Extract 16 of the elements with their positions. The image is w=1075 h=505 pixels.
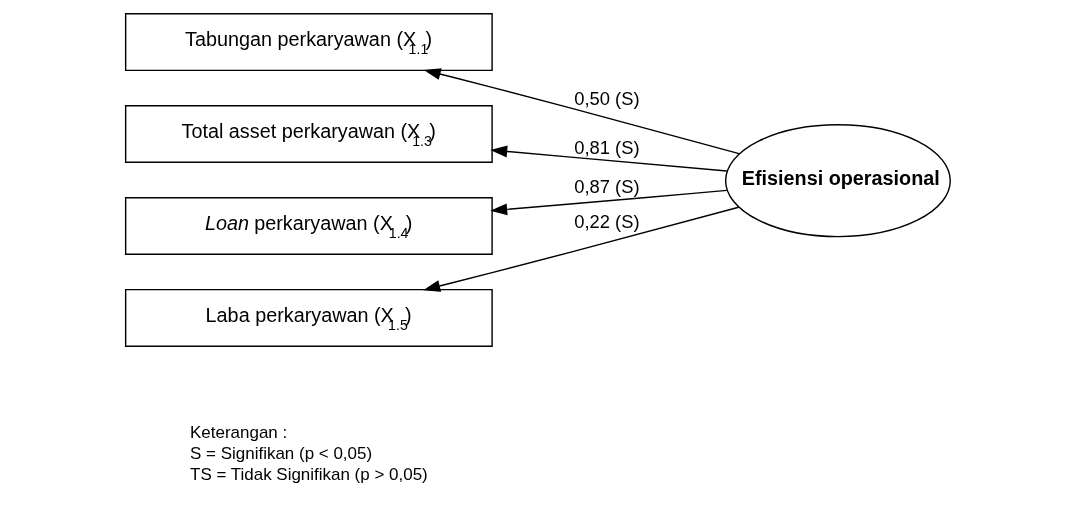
node-box: Total asset perkaryawan (X$_{1.3}$)	[124, 105, 493, 163]
node-ellipse: Efisiensi operasional	[724, 124, 951, 238]
label: Keterangan :	[189, 422, 287, 442]
label: TS = Tidak Signifikan (p > 0,05)	[189, 465, 428, 485]
edge-label: 0,81 (S)	[573, 137, 640, 159]
node-box: Loan perkaryawan (X$_{1.4}$)	[124, 196, 493, 255]
arrow	[489, 145, 728, 172]
arrow	[422, 206, 739, 292]
edge-label: 0,87 (S)	[573, 175, 640, 197]
label: S = Signifikan (p < 0,05)	[189, 443, 372, 463]
edge-label: 0,22 (S)	[573, 210, 640, 232]
node-box: Tabungan perkaryawan (X$_{1.1}$)	[124, 13, 493, 72]
edge-label: 0,50 (S)	[573, 87, 640, 109]
node-box: Laba perkaryawan (X$_{1.5}$)	[124, 288, 493, 347]
arrow	[423, 68, 740, 155]
arrow	[489, 189, 727, 216]
